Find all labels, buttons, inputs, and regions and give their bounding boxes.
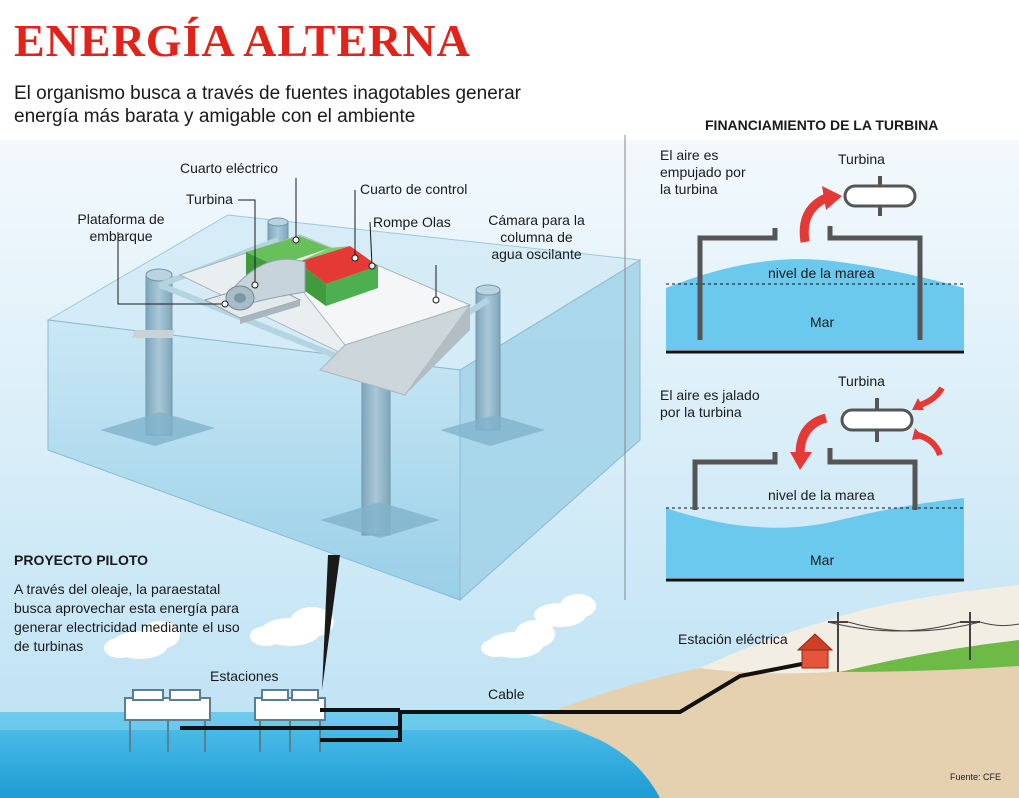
label-plataforma: Plataforma de embarque [77,211,165,244]
turbine-icon [840,398,914,442]
cloud-icon [534,594,596,627]
panel2-tide-label: nivel de la marea [768,487,875,503]
turbine-icon [843,176,917,216]
turbine-icon [225,258,306,311]
panel1-caption: El aire es empujado por la turbina [660,147,746,197]
pilot-body: A través del oleaje, la paraestatal busc… [14,581,240,654]
source-credit: Fuente: CFE [950,772,1002,782]
page-subtitle: El organismo busca a través de fuentes i… [14,83,521,127]
power-pole-icon [827,612,1019,672]
cloud-icon [250,607,334,646]
panel2-caption: El aire es jalado por la turbina [660,387,760,420]
station-structure [124,689,326,752]
house-icon [796,633,834,669]
turbine-panel-pull [666,386,964,582]
label-camara: Cámara para la columna de agua oscilante [488,212,585,262]
turbine-panel-push [666,176,964,354]
panel1-turbine-label: Turbina [838,151,885,167]
red-arrow-icon [799,186,842,243]
panel1-sea-label: Mar [810,314,835,330]
financing-heading: FINANCIAMIENTO DE LA TURBINA [705,117,939,133]
red-arrow-icon [790,386,945,470]
label-turbina: Turbina [186,191,233,207]
panel2-sea-label: Mar [810,552,835,568]
cable-label: Cable [488,686,525,702]
page-title: ENERGÍA ALTERNA [14,15,471,66]
station-electric-label: Estación eléctrica [678,631,788,647]
label-cuarto-control: Cuarto de control [360,181,468,197]
label-rompe-olas: Rompe Olas [373,214,451,230]
panel2-turbine-label: Turbina [838,373,885,389]
cloud-icon [104,621,180,659]
panel1-tide-label: nivel de la marea [768,265,875,281]
label-cuarto-electrico: Cuarto eléctrico [180,160,279,176]
cloud-icon [481,620,555,658]
platform-model [46,178,642,602]
pilot-heading: PROYECTO PILOTO [14,552,149,568]
stations-label: Estaciones [210,668,279,684]
